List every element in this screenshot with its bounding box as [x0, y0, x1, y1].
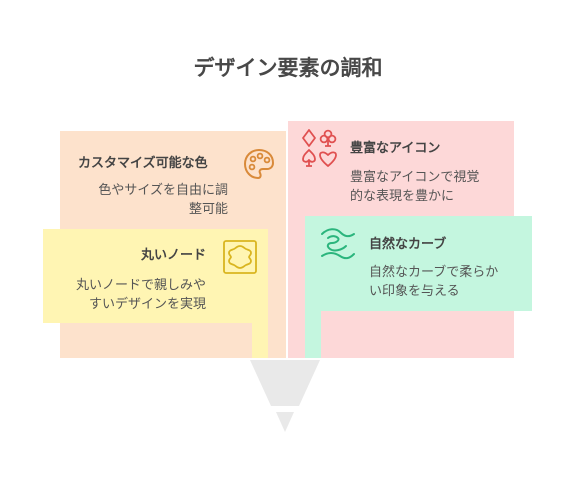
panel-natural-curves — [305, 216, 532, 311]
panel-round-nodes-stem — [252, 322, 268, 358]
panel-round-nodes — [43, 229, 268, 323]
card-desc-round-nodes: 丸いノードで親しみや すいデザインを実現 — [56, 276, 206, 314]
card-desc-line: い印象を与える — [369, 284, 460, 299]
diagram-title: デザイン要素の調和 — [193, 56, 383, 80]
card-desc-line: すいデザインを実現 — [88, 297, 206, 312]
curve-icon — [321, 228, 355, 260]
card-desc-natural-curves: 自然なカーブで柔らか い印象を与える — [369, 263, 529, 301]
card-title-round-nodes: 丸いノード — [140, 248, 206, 263]
card-title-rich-icons: 豊富なアイコン — [350, 141, 441, 156]
round-node-icon — [223, 240, 257, 274]
card-desc-custom-colors: 色やサイズを自由に調 整可能 — [78, 181, 228, 219]
card-desc-line: 整可能 — [188, 202, 228, 217]
palette-icon — [244, 149, 274, 179]
card-suits-icon — [302, 129, 337, 167]
card-desc-line: 自然なカーブで柔らか — [369, 265, 499, 280]
card-desc-line: 豊富なアイコンで視覚 — [350, 170, 480, 185]
card-desc-rich-icons: 豊富なアイコンで視覚 的な表現を豊かに — [350, 168, 510, 206]
funnel-top-segment — [250, 360, 320, 406]
card-desc-line: 色やサイズを自由に調 — [98, 183, 228, 198]
card-title-natural-curves: 自然なカーブ — [369, 237, 447, 252]
funnel-tip-segment — [276, 412, 294, 432]
panel-natural-curves-stem — [305, 310, 321, 358]
card-title-custom-colors: カスタマイズ可能な色 — [78, 156, 208, 171]
card-desc-line: 丸いノードで親しみや — [75, 278, 206, 293]
card-desc-line: 的な表現を豊かに — [350, 189, 455, 204]
